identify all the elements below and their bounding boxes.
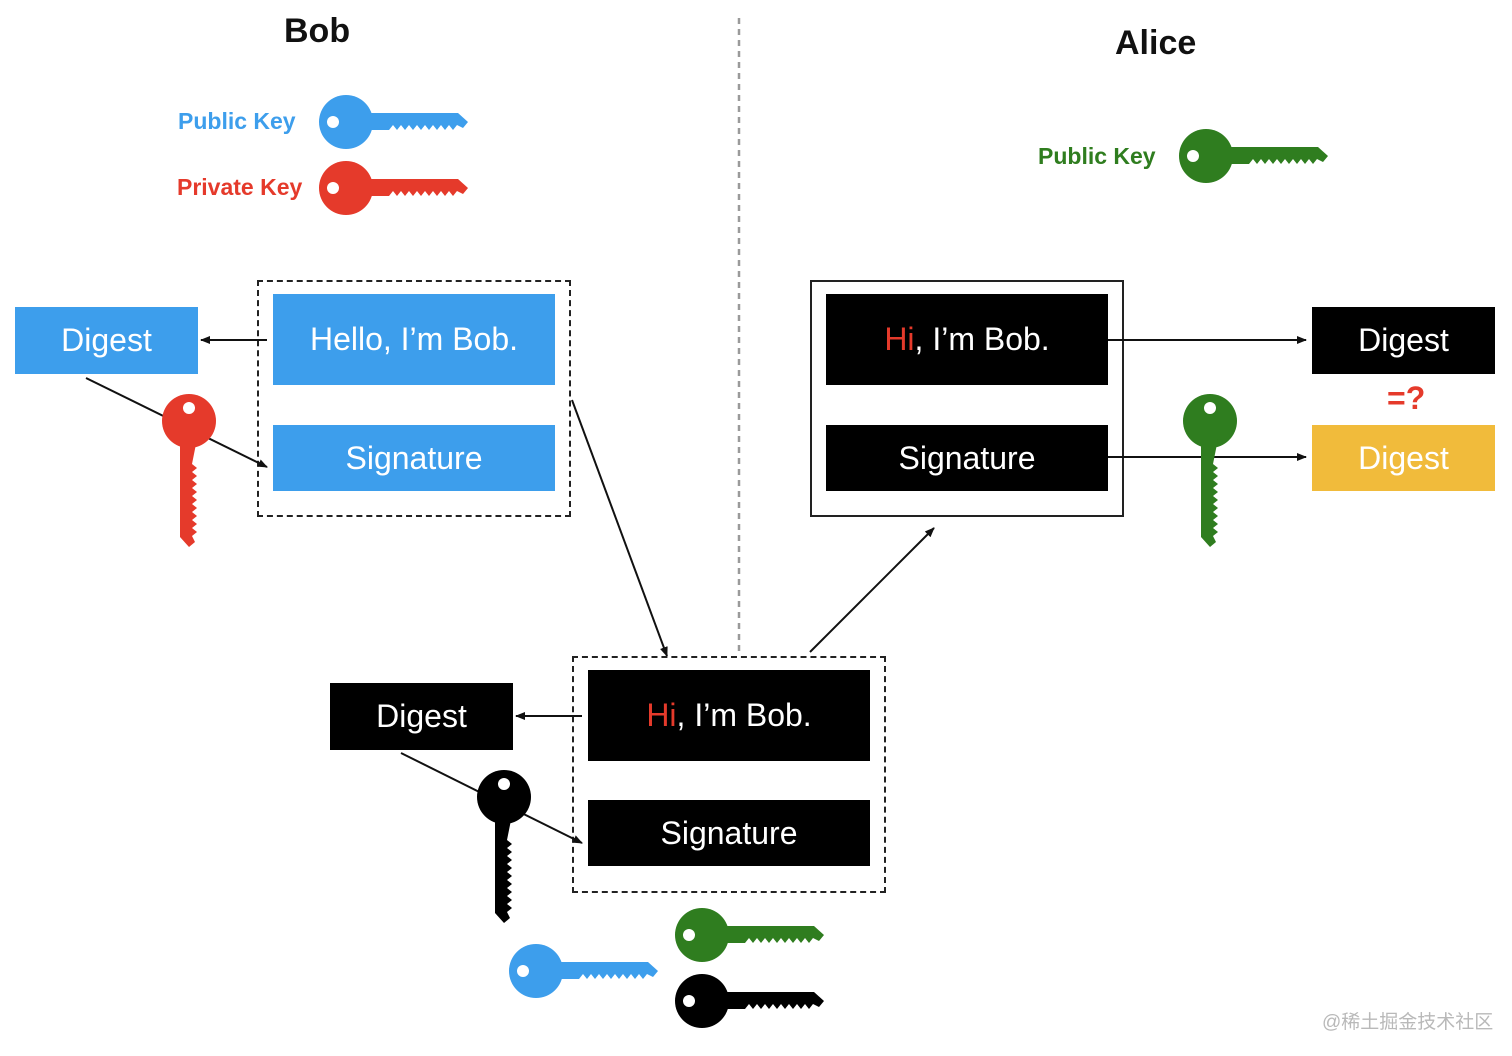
black-key-icon — [477, 770, 531, 923]
bob-signed-package — [257, 280, 571, 517]
alice-signature-box: Signature — [826, 425, 1108, 491]
alice-received-package — [810, 280, 1124, 517]
bob-title: Bob — [284, 12, 351, 50]
transit-message-box: Hi, I’m Bob. — [588, 670, 870, 761]
blue-key-icon — [509, 944, 658, 998]
blue-key-icon — [319, 95, 468, 149]
red-key-icon — [162, 394, 216, 547]
alice-message-prefix: Hi — [884, 321, 915, 357]
bob-signature-box: Signature — [273, 425, 555, 491]
bob-message-box: Hello, I’m Bob. — [273, 294, 555, 385]
green-key-icon — [1179, 129, 1328, 183]
black-key-icon — [675, 974, 824, 1028]
transit-package — [572, 656, 886, 893]
alice-message-box: Hi, I’m Bob. — [826, 294, 1108, 385]
alice-title: Alice — [1115, 24, 1197, 62]
red-key-icon — [319, 161, 468, 215]
watermark: @稀土掘金技术社区 — [1322, 1012, 1494, 1033]
green-key-icon — [675, 908, 824, 962]
alice-decrypted-digest-box: Digest — [1312, 425, 1495, 491]
bob-private-key-label: Private Key — [177, 174, 303, 200]
transit-signature-box: Signature — [588, 800, 870, 866]
bob-digest-box: Digest — [15, 307, 198, 374]
alice-message-rest: , I’m Bob. — [914, 321, 1050, 357]
transit-message-prefix: Hi — [646, 697, 677, 733]
green-key-icon — [1183, 394, 1237, 547]
alice-digest-box: Digest — [1312, 307, 1495, 374]
transit-message-rest: , I’m Bob. — [676, 697, 812, 733]
bob-public-key-label: Public Key — [178, 108, 296, 134]
alice-public-key-label: Public Key — [1038, 143, 1156, 169]
transit-digest-box: Digest — [330, 683, 513, 750]
compare-label: =? — [1387, 380, 1426, 416]
